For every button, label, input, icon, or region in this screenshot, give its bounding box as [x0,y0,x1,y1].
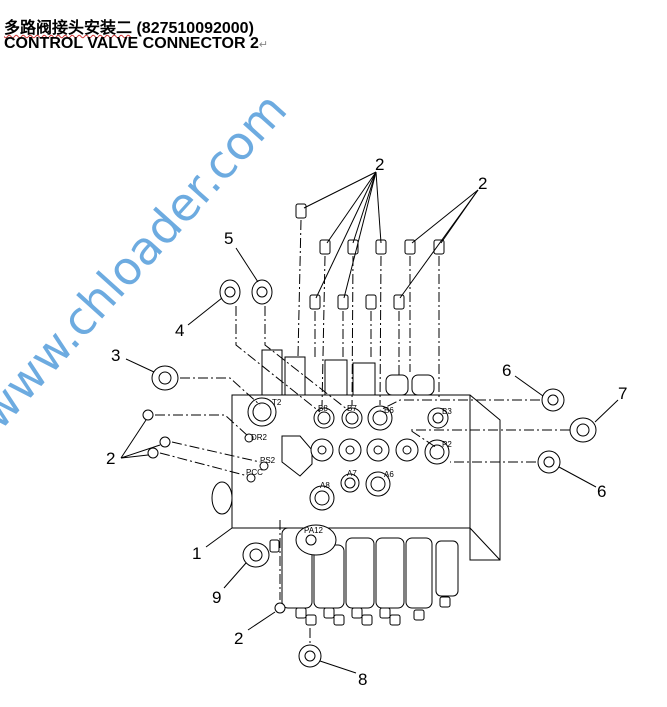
callout-1: 1 [192,544,201,563]
plug-fittings-bottom [295,596,451,626]
watermark: www.chloader.com [0,82,297,439]
port-label-pa12: PA12 [304,526,324,535]
callout-6-top: 6 [502,361,511,380]
assembly-center-lines [155,219,570,644]
ports [244,397,450,511]
port-label-pcc: PCC [246,468,263,477]
callout-numbers: 2 2 5 4 3 2 6 7 6 1 9 2 8 [106,155,627,689]
leader-lines [120,171,619,674]
port-label-b3: B3 [442,407,452,416]
callout-2-left: 2 [106,449,115,468]
port-label-a6: A6 [384,470,394,479]
callout-7: 7 [618,384,627,403]
title-english: CONTROL VALVE CONNECTOR 2 [4,35,259,52]
large-fittings [142,279,597,668]
port-label-b6: B6 [384,406,394,415]
return-mark: ↵ [258,39,269,51]
callout-5: 5 [224,229,233,248]
port-label-b8: B8 [318,404,328,413]
port-labels: T2 B8 B7 B6 B3 DR2 PS2 PCC P2 A8 A7 A6 P… [246,398,452,535]
title-chinese: 多路阀接头安装二 [4,20,133,37]
callout-4: 4 [175,321,184,340]
callout-8: 8 [358,670,367,689]
title-english-line: CONTROL VALVE CONNECTOR 2↵ [4,35,268,53]
callout-2-top-right: 2 [478,174,487,193]
port-label-b7: B7 [347,404,357,413]
port-label-t2: T2 [272,398,282,407]
valve-block [211,349,501,609]
callout-9: 9 [212,588,221,607]
port-label-a7: A7 [347,469,357,478]
port-label-a8: A8 [320,481,330,490]
callout-2-bottom: 2 [234,629,243,648]
port-label-p2: P2 [442,440,452,449]
title-chinese-line: 多路阀接头安装二 (827510092000) [4,14,254,38]
port-label-dr2: DR2 [251,433,268,442]
callout-3: 3 [111,346,120,365]
callout-6-bottom: 6 [597,482,606,501]
callout-2-top-left: 2 [375,155,384,174]
title-part-number: (827510092000) [136,20,254,37]
port-label-ps2: PS2 [260,456,276,465]
